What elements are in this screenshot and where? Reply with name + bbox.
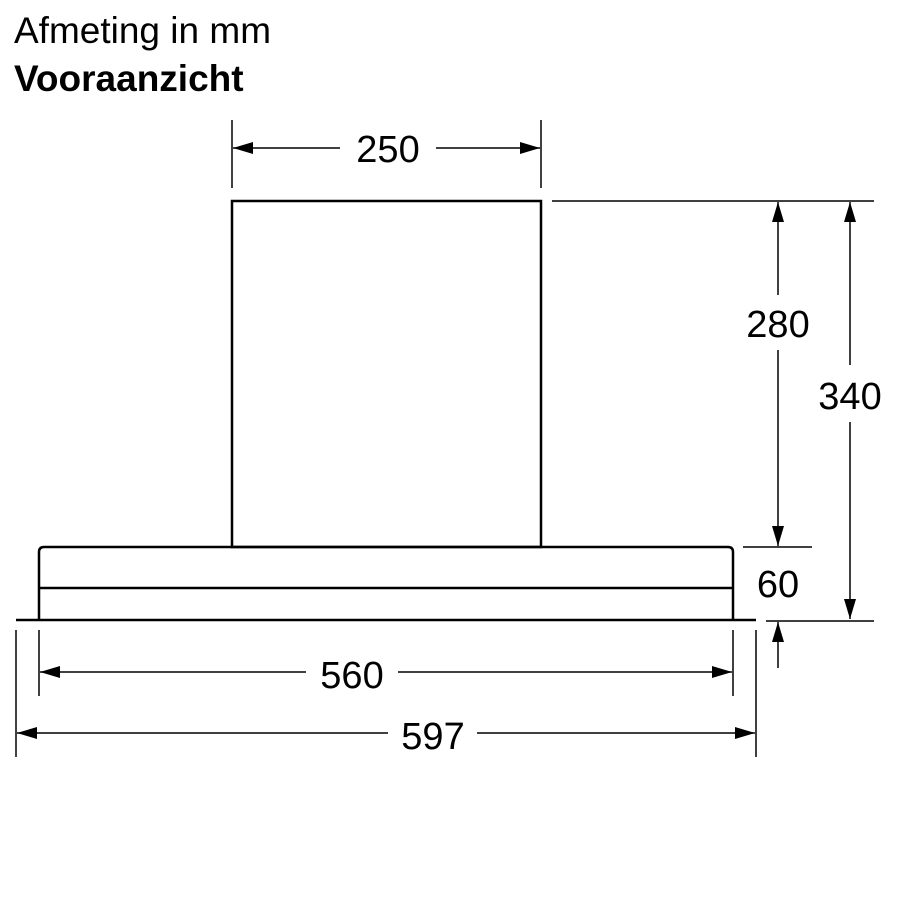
dimension-total-width: 597 <box>15 630 757 758</box>
dimension-body-height: 60 <box>757 564 799 668</box>
dimension-chimney-width: 250 <box>231 120 542 188</box>
dimension-label-280: 280 <box>746 304 809 346</box>
dimension-label-340: 340 <box>818 376 881 418</box>
diagram-title: Afmeting in mm <box>14 10 272 51</box>
chimney-outline <box>230 199 543 549</box>
dimension-label-597: 597 <box>401 716 464 758</box>
dimension-label-250: 250 <box>356 129 419 171</box>
dimension-label-560: 560 <box>320 655 383 697</box>
dimension-body-width: 560 <box>38 630 734 697</box>
dimension-total-height: 340 <box>766 202 882 622</box>
hood-body <box>37 545 735 620</box>
view-label: Vooraanzicht <box>14 58 244 99</box>
dimension-chimney-height: 280 <box>743 202 812 548</box>
dimension-label-60: 60 <box>757 564 799 606</box>
